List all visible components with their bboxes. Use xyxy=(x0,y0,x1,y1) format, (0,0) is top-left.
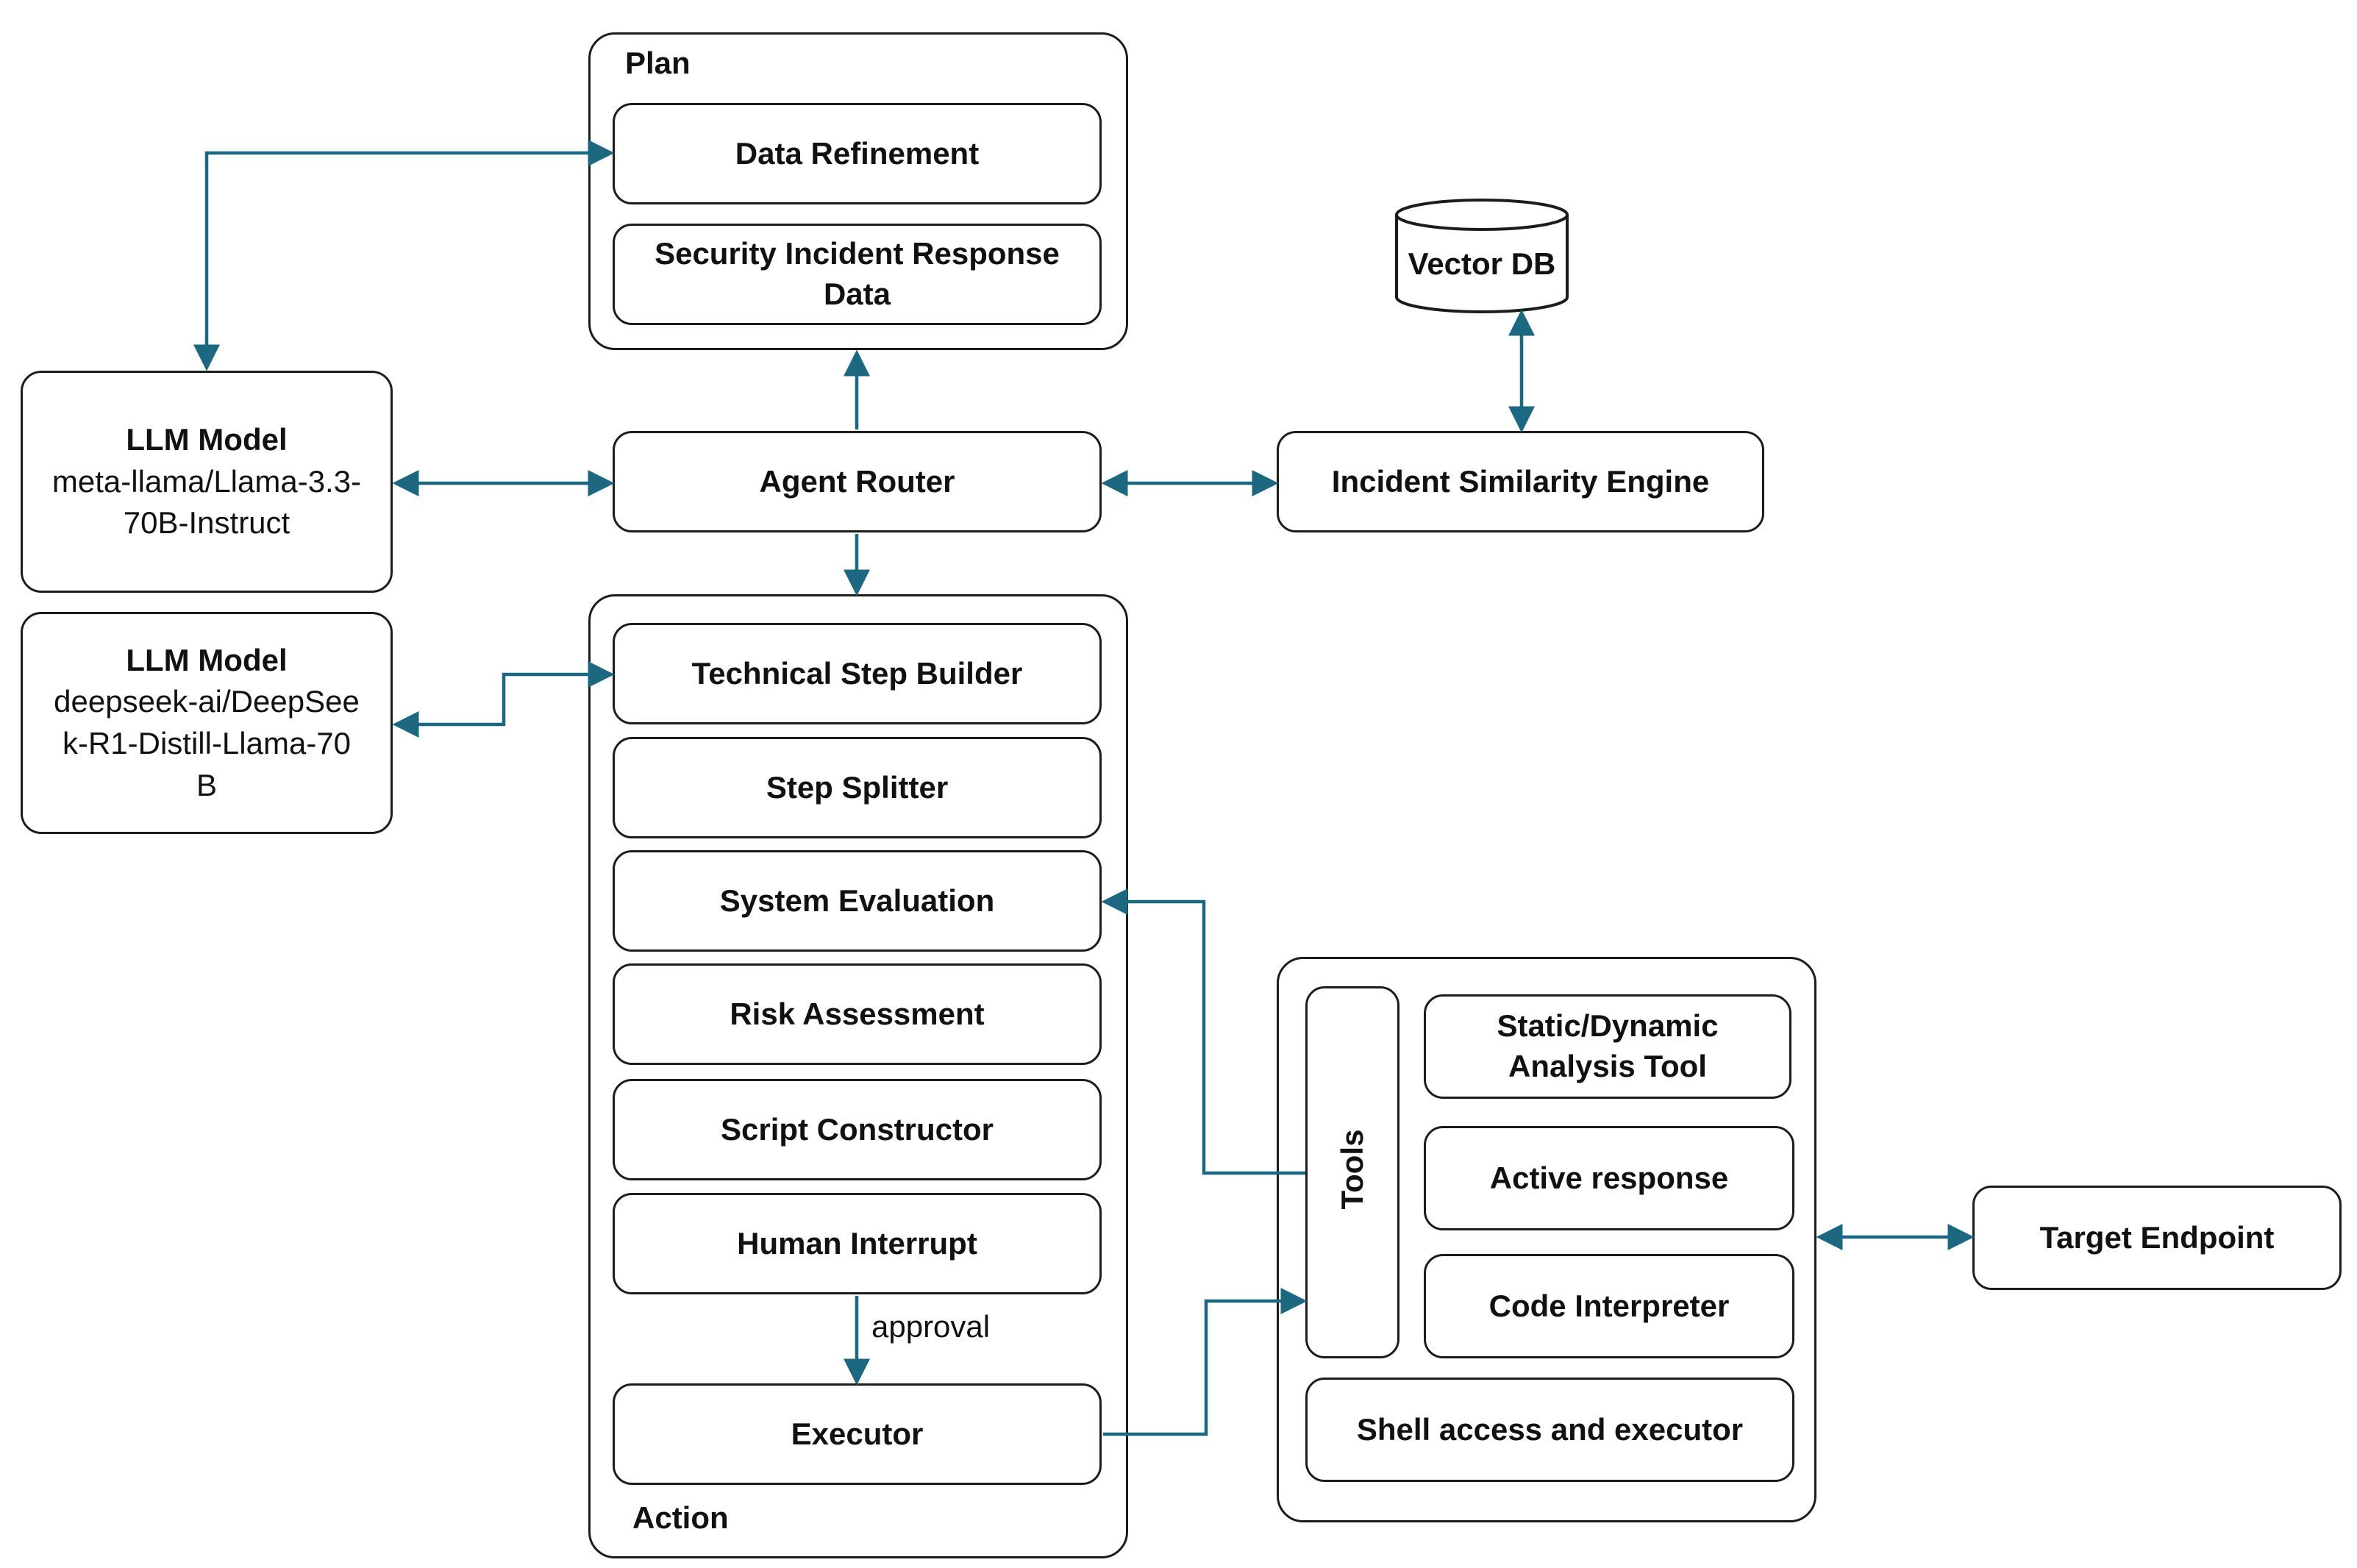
vector-db-label: Vector DB xyxy=(1408,246,1556,281)
tools-bar xyxy=(1305,986,1399,1358)
shell-access-executor-node: Shell access and executor xyxy=(1305,1378,1794,1482)
executor-node: Executor xyxy=(613,1383,1102,1485)
llm-model-deepseek-name: deepseek-ai/DeepSeek-R1-Distill-Llama-70… xyxy=(54,684,360,802)
risk-assessment-node: Risk Assessment xyxy=(613,963,1102,1065)
action-group-title: Action xyxy=(632,1500,729,1535)
vector-db-cylinder xyxy=(1395,199,1569,313)
security-incident-data-node: Security Incident Response Data xyxy=(613,224,1102,325)
code-interpreter-node: Code Interpreter xyxy=(1424,1254,1794,1358)
plan-group-title: Plan xyxy=(625,46,691,80)
tools-label: Tools xyxy=(1335,1129,1369,1210)
llm-model-llama-title: LLM Model xyxy=(126,421,288,457)
script-constructor-node: Script Constructor xyxy=(613,1079,1102,1180)
technical-step-builder-node: Technical Step Builder xyxy=(613,623,1102,724)
step-splitter-node: Step Splitter xyxy=(613,737,1102,838)
llm-model-deepseek: LLM Model deepseek-ai/DeepSeek-R1-Distil… xyxy=(21,612,393,834)
llm-model-llama-name: meta-llama/Llama-3.3-70B-Instruct xyxy=(51,463,362,541)
target-endpoint-node: Target Endpoint xyxy=(1972,1186,2342,1290)
llm-model-deepseek-title: LLM Model xyxy=(126,642,288,677)
static-dynamic-analysis-tool-node: Static/Dynamic Analysis Tool xyxy=(1424,994,1791,1099)
data-refinement-node: Data Refinement xyxy=(613,103,1102,204)
active-response-node: Active response xyxy=(1424,1126,1794,1230)
tools-group xyxy=(1277,957,1816,1522)
llm-model-llama: LLM Model meta-llama/Llama-3.3-70B-Instr… xyxy=(21,371,393,593)
edge-executor-tools xyxy=(1103,1288,1308,1436)
human-interrupt-node: Human Interrupt xyxy=(613,1193,1102,1294)
edge-llm2-step-builder xyxy=(392,661,615,738)
incident-similarity-engine-node: Incident Similarity Engine xyxy=(1277,431,1764,532)
edge-llm1-data-refinement xyxy=(193,140,615,371)
approval-edge-label: approval xyxy=(871,1309,991,1344)
edge-tools-system-evaluation xyxy=(1101,888,1305,1175)
system-evaluation-node: System Evaluation xyxy=(613,850,1102,952)
agent-router-node: Agent Router xyxy=(613,431,1102,532)
